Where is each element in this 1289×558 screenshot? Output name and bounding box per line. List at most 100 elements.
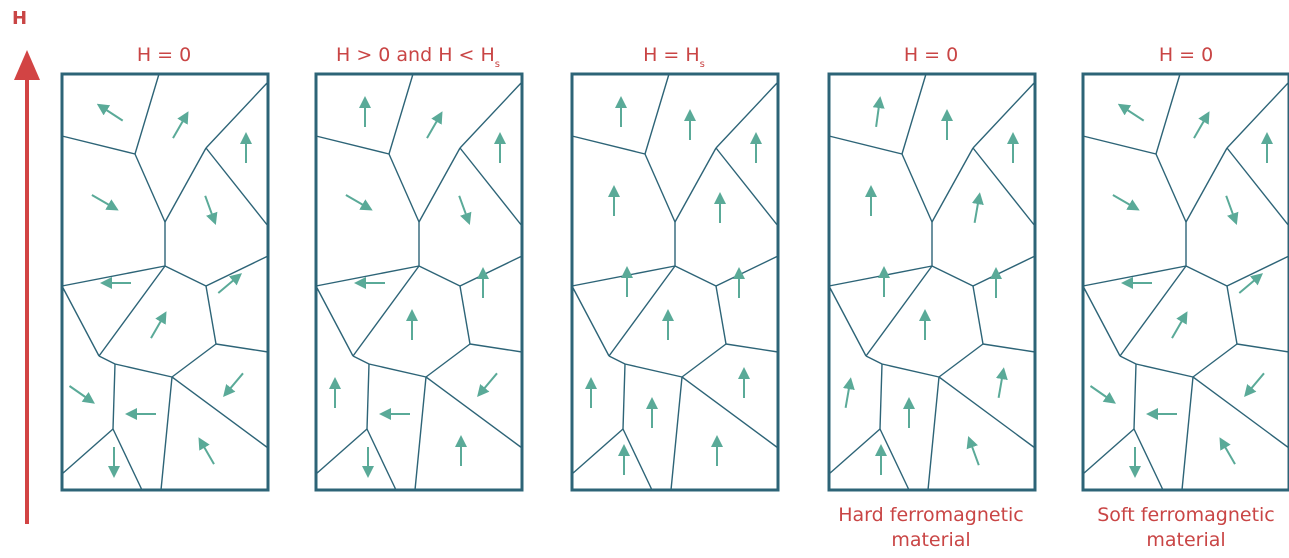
- grain-boundary: [460, 82, 522, 148]
- panel-5-title-main: H = 0: [1159, 44, 1213, 66]
- magnetization-arrow-icon: [1226, 196, 1236, 222]
- grain-boundary: [389, 74, 413, 154]
- grain-boundary: [716, 256, 778, 286]
- grain-boundary: [206, 286, 216, 344]
- grain-boundary: [866, 356, 882, 364]
- grain-boundary: [316, 136, 389, 154]
- field-axis-label: H: [12, 8, 27, 29]
- grain-boundary: [932, 148, 973, 222]
- panel-frame: [316, 74, 522, 490]
- grain-boundary: [316, 286, 353, 356]
- grain-boundary: [1120, 356, 1136, 364]
- magnetization-arrow-icon: [999, 370, 1004, 398]
- grain-boundary: [206, 256, 268, 286]
- grain-boundary: [829, 286, 866, 356]
- magnetization-arrow-icon: [846, 380, 851, 408]
- grain-boundary: [645, 74, 669, 154]
- grain-boundary: [62, 429, 113, 474]
- panel-1: [62, 74, 268, 490]
- grain-boundary: [671, 377, 682, 490]
- grain-boundary: [623, 429, 652, 490]
- magnetization-arrow-icon: [1120, 105, 1143, 120]
- magnetization-arrow-icon: [1091, 386, 1114, 402]
- panel-frame: [572, 74, 778, 490]
- grain-boundary: [172, 377, 268, 448]
- grain-boundary: [1227, 286, 1237, 344]
- grain-boundary: [973, 148, 1035, 226]
- panel-5: [1083, 74, 1289, 490]
- grain-boundary: [1083, 286, 1120, 356]
- grain-boundary: [572, 136, 645, 154]
- grain-boundary: [161, 377, 172, 490]
- grain-boundary: [572, 429, 623, 474]
- grain-boundary: [460, 286, 470, 344]
- grain-boundary: [1227, 148, 1289, 226]
- grain-boundary: [726, 344, 778, 352]
- magnetization-arrow-icon: [151, 314, 165, 338]
- grain-boundary: [682, 344, 726, 377]
- magnetization-arrow-icon: [1246, 373, 1264, 394]
- grain-boundary: [426, 377, 522, 448]
- grain-boundary: [623, 364, 625, 429]
- grain-boundary: [115, 364, 172, 377]
- grain-boundary: [716, 148, 778, 226]
- grain-boundary: [216, 344, 268, 352]
- panel-3-title-sub: s: [700, 59, 705, 70]
- grain-boundary: [367, 429, 396, 490]
- panel-4-title-main: H = 0: [904, 44, 958, 66]
- grain-boundary: [572, 286, 609, 356]
- grain-boundary: [609, 356, 625, 364]
- grain-boundary: [206, 148, 268, 226]
- panel-5-caption-line-1: Soft ferromagnetic: [1097, 503, 1275, 528]
- magnetization-arrow-icon: [459, 196, 469, 222]
- grain-boundary: [1186, 148, 1227, 222]
- grain-boundary: [62, 286, 99, 356]
- grain-boundary: [829, 136, 902, 154]
- panel-4-caption: Hard ferromagnetic material: [838, 503, 1024, 553]
- grain-boundary: [316, 429, 367, 474]
- panel-3-title: H = Hs: [643, 44, 705, 70]
- grain-boundary: [135, 74, 159, 154]
- grain-boundary: [973, 286, 983, 344]
- grain-boundary: [625, 364, 682, 377]
- panel-5-caption-line-2: material: [1097, 528, 1275, 553]
- panel-4: [829, 74, 1035, 490]
- magnetization-arrow-icon: [975, 195, 980, 223]
- panel-4-caption-line-1: Hard ferromagnetic: [838, 503, 1024, 528]
- magnetization-arrow-icon: [173, 114, 187, 138]
- magnetization-arrow-icon: [876, 99, 880, 127]
- grain-boundary: [675, 266, 716, 286]
- grain-boundary: [113, 429, 142, 490]
- magnetization-arrow-icon: [479, 373, 497, 394]
- grain-boundary: [829, 266, 932, 286]
- grain-boundary: [983, 344, 1035, 352]
- grain-boundary: [716, 82, 778, 148]
- grain-boundary: [419, 148, 460, 222]
- grain-boundary: [716, 286, 726, 344]
- magnetization-arrow-icon: [99, 105, 122, 120]
- grain-boundary: [1182, 377, 1193, 490]
- grain-boundary: [353, 356, 369, 364]
- panel-4-caption-line-2: material: [838, 528, 1024, 553]
- grain-boundary: [902, 154, 932, 222]
- grain-boundary: [939, 344, 983, 377]
- panel-2-title-main: H > 0 and H < H: [336, 44, 495, 66]
- grain-boundary: [1134, 364, 1136, 429]
- grain-boundary: [135, 154, 165, 222]
- grain-boundary: [932, 266, 973, 286]
- panel-frame: [62, 74, 268, 490]
- grain-boundary: [1156, 74, 1180, 154]
- panel-frame: [829, 74, 1035, 490]
- grain-boundary: [1120, 266, 1186, 356]
- grain-boundary: [882, 364, 939, 377]
- grain-boundary: [419, 266, 460, 286]
- grain-boundary: [1227, 256, 1289, 286]
- grain-boundary: [682, 377, 778, 448]
- grain-boundary: [165, 266, 206, 286]
- panels-layer: [62, 74, 1289, 490]
- panel-3-title-main: H = H: [643, 44, 700, 66]
- grain-boundary: [1227, 82, 1289, 148]
- grain-boundary: [866, 266, 932, 356]
- grain-boundary: [902, 74, 926, 154]
